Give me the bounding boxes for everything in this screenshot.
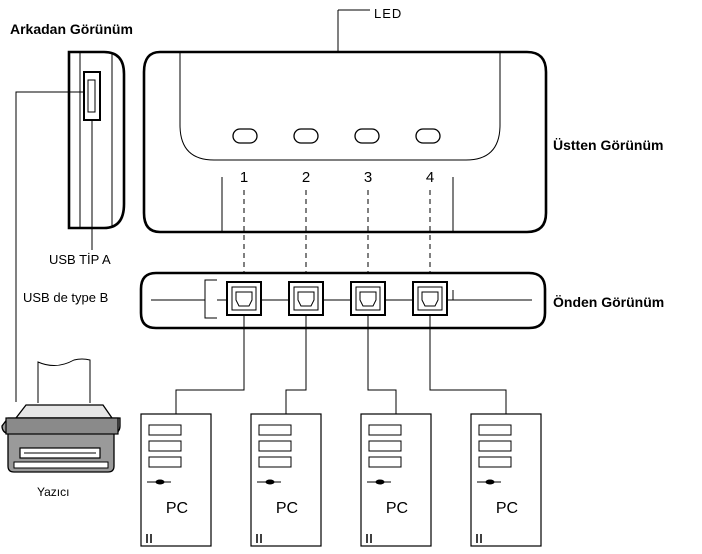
led-2 (293, 128, 319, 144)
usb-type-a-port (83, 71, 101, 121)
pc-3-label: PC (386, 500, 408, 517)
usb-type-b-port-1 (226, 281, 262, 316)
front-view-label: Önden Görünüm (553, 294, 664, 310)
pc-3: PC (360, 413, 432, 547)
printer-label: Yazıcı (37, 485, 69, 499)
led-3 (354, 128, 380, 144)
led-1 (232, 128, 258, 144)
port-number-1: 1 (240, 169, 248, 186)
top-view: 1 2 3 4 (142, 50, 548, 234)
pc-2-label: PC (276, 500, 298, 517)
back-view (15, 50, 126, 402)
back-view-label: Arkadan Görünüm (10, 21, 133, 37)
pc-4: PC (470, 413, 542, 547)
led-4 (415, 128, 441, 144)
top-view-label: Üstten Görünüm (553, 137, 663, 153)
front-view (139, 271, 547, 330)
port-number-3: 3 (364, 169, 372, 186)
usb-type-b-port-3 (350, 281, 386, 316)
printer-icon (1, 358, 121, 473)
usb-type-b-port-4 (412, 281, 448, 316)
usb-type-b-label: USB de type B (23, 290, 108, 305)
led-label: LED (374, 6, 402, 21)
port-number-2: 2 (302, 169, 310, 186)
usb-type-a-label: USB TİP A (49, 252, 111, 267)
pc-1: PC (140, 413, 212, 547)
pc-2: PC (250, 413, 322, 547)
pc-1-label: PC (166, 500, 188, 517)
port-number-4: 4 (426, 169, 434, 186)
pc-4-label: PC (496, 500, 518, 517)
pc-cables (175, 315, 507, 414)
alignment-lines (243, 190, 431, 282)
usb-type-b-port-2 (288, 281, 324, 316)
